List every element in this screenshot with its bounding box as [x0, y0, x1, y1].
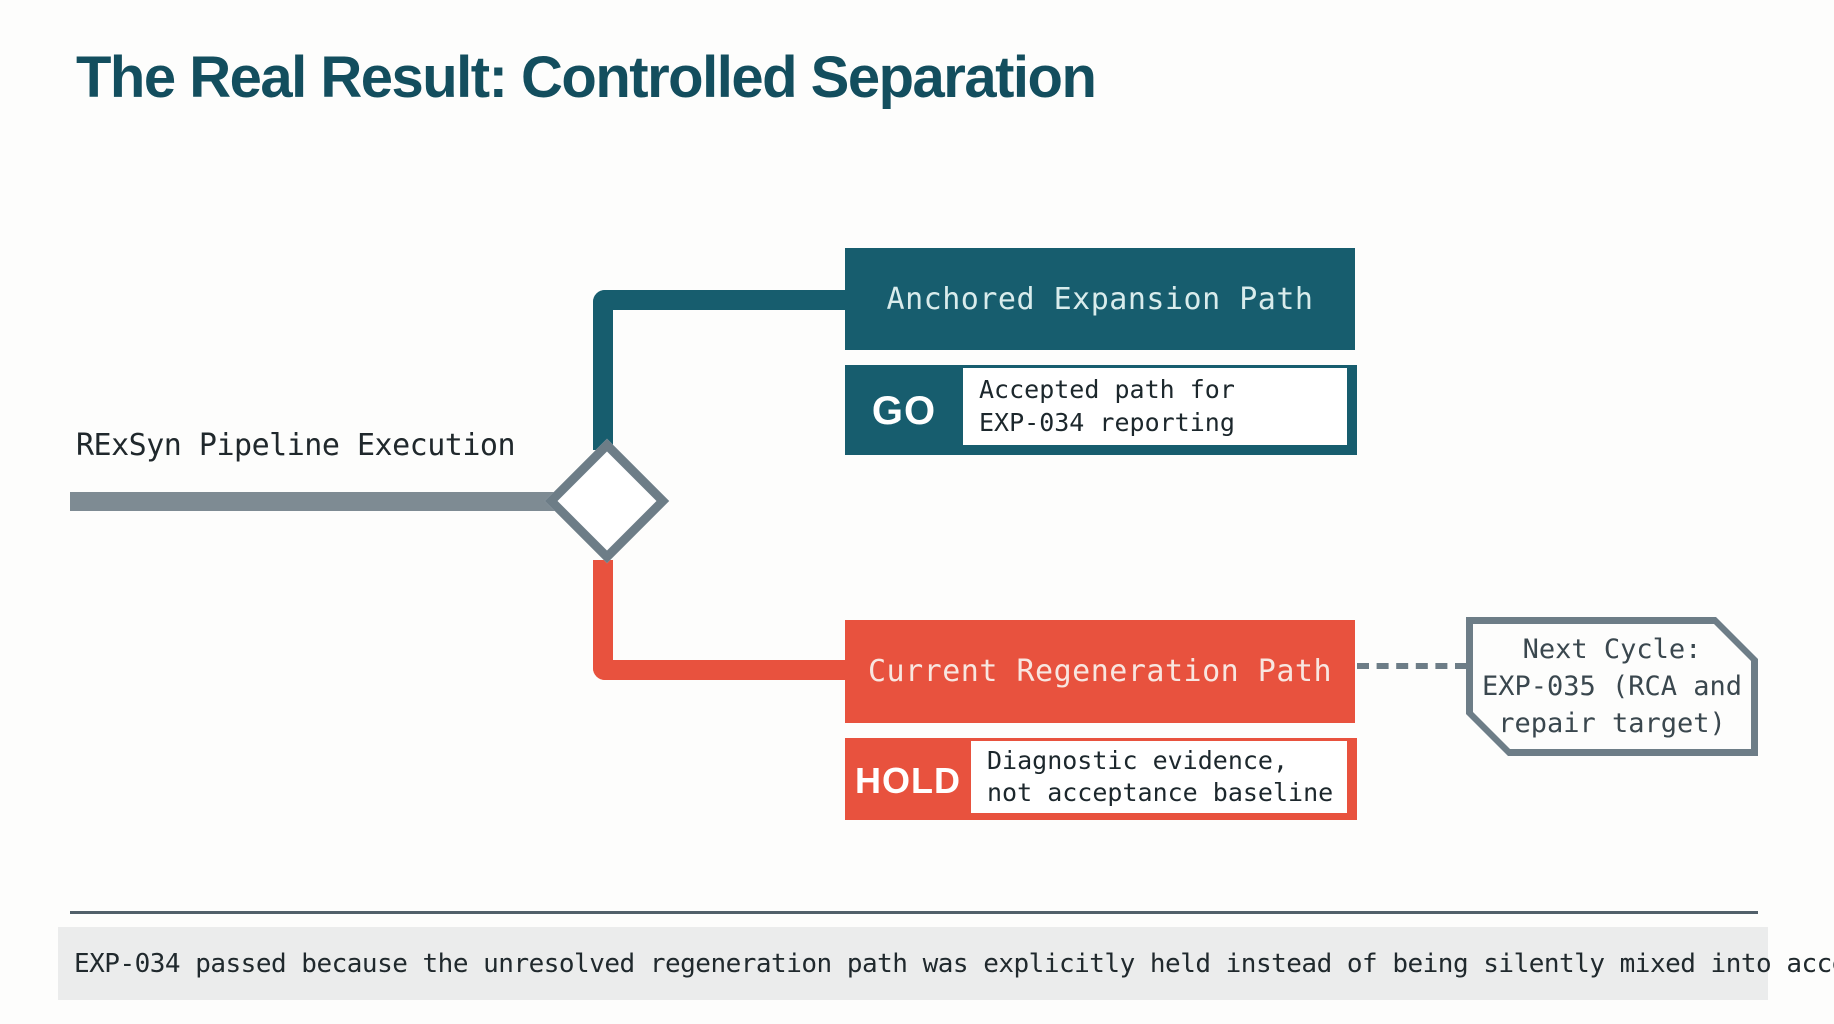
- next-cycle-tag: Next Cycle: EXP-035 (RCA and repair targ…: [1466, 617, 1758, 756]
- go-status-row: GO Accepted path for EXP-034 reporting: [845, 365, 1357, 455]
- go-description-line1: Accepted path for: [979, 375, 1235, 404]
- anchored-expansion-path-label: Anchored Expansion Path: [886, 281, 1314, 317]
- source-label: RExSyn Pipeline Execution: [76, 428, 516, 463]
- footer-divider: [70, 911, 1758, 914]
- source-flow-line: [70, 492, 556, 511]
- decision-diamond: [544, 438, 670, 564]
- go-description: Accepted path for EXP-034 reporting: [963, 368, 1357, 455]
- go-description-line2: EXP-034 reporting: [979, 407, 1235, 437]
- hold-status-row: HOLD Diagnostic evidence, not acceptance…: [845, 738, 1357, 820]
- footer-note-text: EXP-034 passed because the unresolved re…: [74, 948, 1834, 979]
- current-regeneration-path-box: Current Regeneration Path: [845, 620, 1355, 723]
- next-cycle-dashed-connector: [1357, 663, 1467, 669]
- go-badge: GO: [845, 368, 963, 455]
- next-cycle-line2: EXP-035 (RCA and: [1481, 671, 1743, 702]
- anchored-expansion-path-box: Anchored Expansion Path: [845, 248, 1355, 350]
- next-cycle-tag-content: Next Cycle: EXP-035 (RCA and repair targ…: [1473, 624, 1751, 749]
- bottom-branch-connector: [593, 560, 845, 680]
- hold-badge: HOLD: [845, 741, 971, 820]
- footer-note-band: EXP-034 passed because the unresolved re…: [58, 927, 1834, 1000]
- top-branch-connector: [593, 290, 845, 450]
- hold-description: Diagnostic evidence, not acceptance base…: [971, 741, 1357, 820]
- current-regeneration-path-label: Current Regeneration Path: [867, 654, 1333, 689]
- hold-description-line2: not acceptance baseline: [987, 778, 1334, 807]
- next-cycle-line3: repair target): [1498, 708, 1726, 739]
- next-cycle-line1: Next Cycle:: [1522, 634, 1702, 665]
- page-title: The Real Result: Controlled Separation: [76, 45, 1097, 110]
- hold-description-line1: Diagnostic evidence,: [987, 745, 1289, 775]
